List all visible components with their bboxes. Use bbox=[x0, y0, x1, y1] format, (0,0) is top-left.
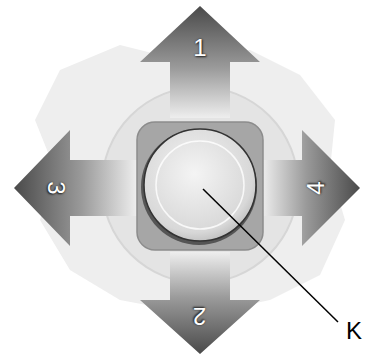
callout-number: 2 bbox=[193, 304, 206, 328]
button-base bbox=[137, 122, 263, 250]
leader-line bbox=[203, 189, 338, 322]
button-rim bbox=[141, 129, 257, 245]
part-label: K bbox=[346, 319, 362, 343]
callout-number: 1 bbox=[193, 36, 206, 60]
arrow-left bbox=[14, 130, 137, 246]
callout-number: 3 bbox=[44, 181, 68, 194]
callout-number: 4 bbox=[304, 181, 328, 194]
arrow-down bbox=[140, 252, 260, 354]
arrow-right bbox=[262, 130, 360, 246]
arrow-up bbox=[140, 6, 260, 118]
